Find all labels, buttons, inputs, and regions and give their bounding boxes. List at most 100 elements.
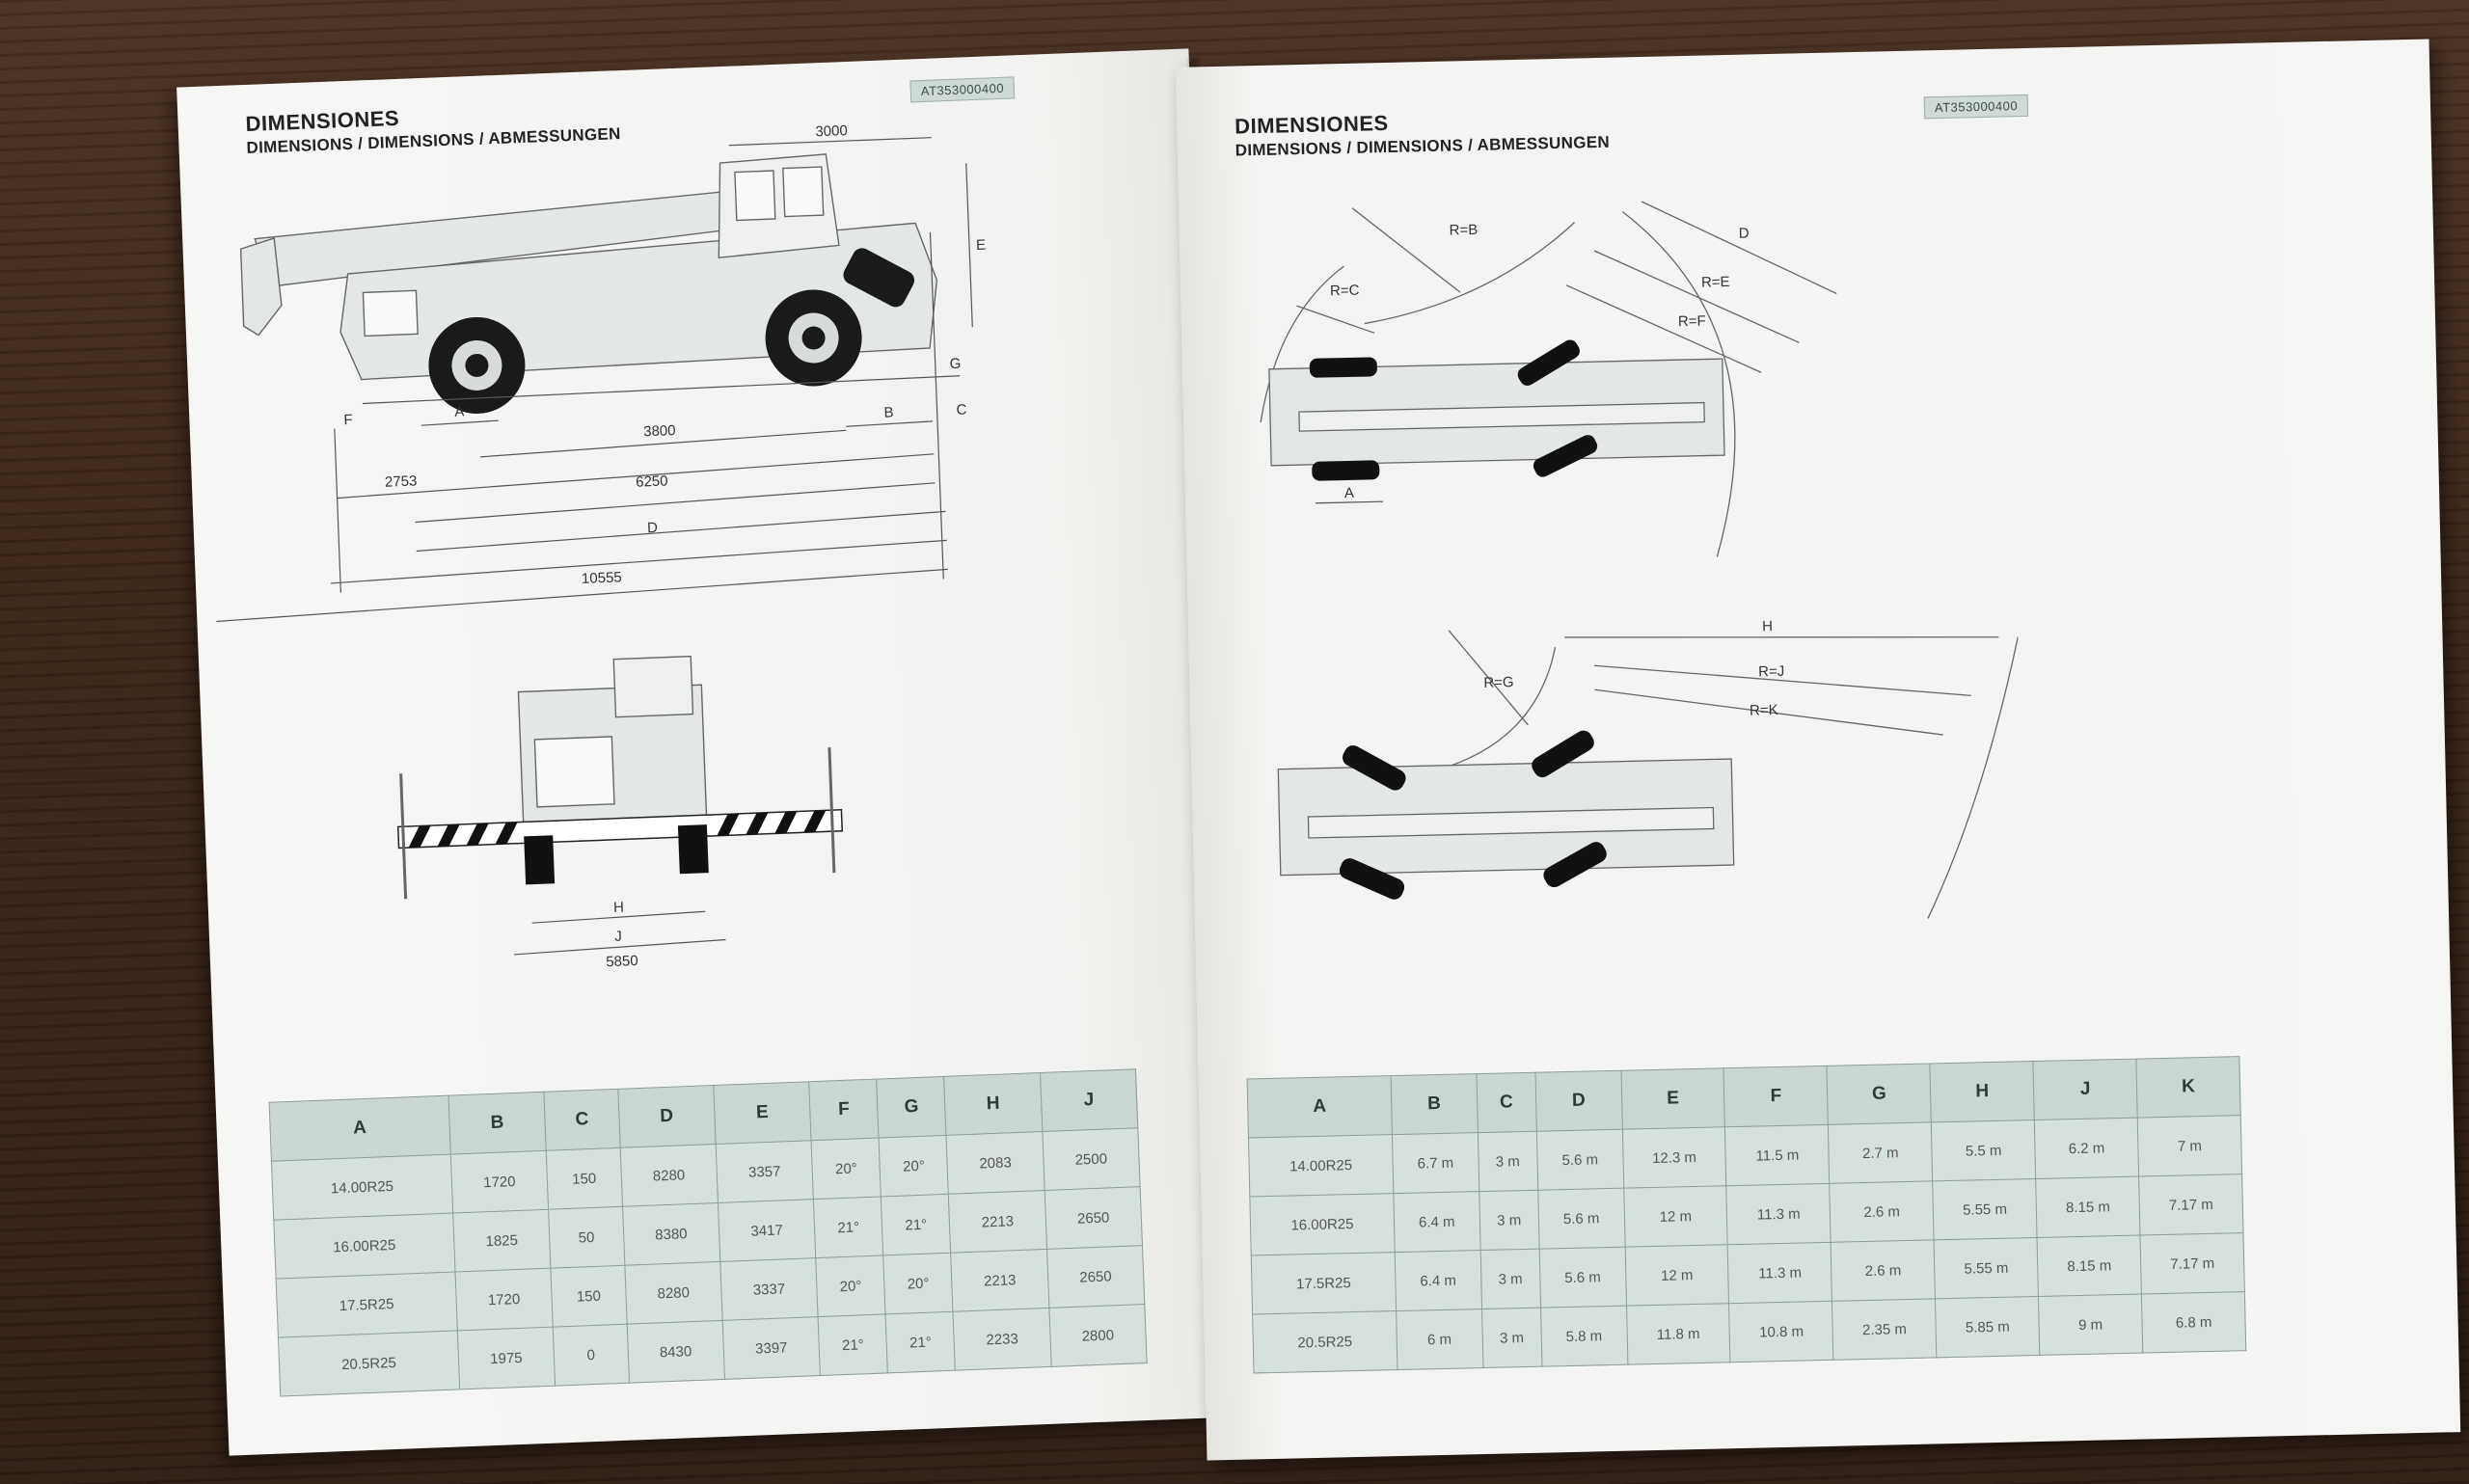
table-cell: 2.6 m (1831, 1239, 1936, 1302)
outrigger-beam (396, 747, 844, 900)
table-cell: 21° (818, 1313, 888, 1376)
table-cell: 20° (815, 1255, 886, 1317)
table-cell: 20.5R25 (1252, 1310, 1397, 1373)
table-cell: 8430 (626, 1320, 725, 1384)
col-header: E (713, 1081, 812, 1145)
table-cell: 11.5 m (1724, 1124, 1831, 1186)
table-cell: 3 m (1479, 1249, 1541, 1309)
dim-rj-label: R=J (1758, 663, 1784, 681)
table-cell: 5.6 m (1539, 1247, 1627, 1309)
dim-b-label: B (883, 404, 894, 420)
col-header: D (617, 1085, 716, 1148)
col-header: A (269, 1095, 451, 1162)
dim-rc-label: R=C (1330, 283, 1360, 300)
left-spec-table: A B C D E F G H J 14.00R25 1720 150 8280… (269, 1068, 1148, 1397)
table-cell: 2.35 m (1831, 1298, 1938, 1361)
col-header: F (808, 1079, 880, 1141)
table-cell: 3 m (1477, 1131, 1538, 1192)
table-cell: 3397 (721, 1316, 821, 1380)
dim-g-label: G (949, 356, 961, 372)
table-cell: 8280 (624, 1261, 722, 1325)
table-cell: 3357 (715, 1140, 814, 1203)
table-cell: 2.7 m (1828, 1121, 1933, 1184)
table-cell: 2083 (946, 1131, 1045, 1195)
col-header: D (1534, 1070, 1622, 1132)
table-cell: 5.8 m (1540, 1306, 1628, 1367)
table-cell: 8.15 m (2035, 1176, 2141, 1238)
right-spec-table: A B C D E F G H J K 14.00R25 6.7 m 3 m 5… (1247, 1056, 2247, 1373)
table-cell: 2650 (1044, 1186, 1143, 1250)
table-cell: 17.5R25 (1251, 1252, 1397, 1314)
page-heading: DIMENSIONES DIMENSIONS / DIMENSIONS / AB… (1234, 106, 1610, 161)
table-cell: 12 m (1624, 1244, 1729, 1307)
table-cell: 20° (811, 1138, 882, 1200)
table-cell: 20° (879, 1135, 949, 1197)
dim-rg-label: R=G (1483, 674, 1514, 691)
table-cell: 8.15 m (2037, 1235, 2142, 1297)
col-header: H (943, 1072, 1043, 1136)
col-header: H (1930, 1061, 2035, 1122)
col-header: E (1620, 1067, 1725, 1130)
table-cell: 7.17 m (2140, 1232, 2245, 1295)
dim-outrigger-span-label: 5850 (606, 953, 638, 970)
table-cell: 11.3 m (1726, 1183, 1831, 1245)
table-cell: 11.3 m (1727, 1242, 1832, 1304)
crane-side-view-drawing: 3000 E F G A 3800 B C 2753 6250 D 10555 (178, 108, 1163, 685)
dim-rf-label: R=F (1678, 313, 1706, 331)
table-cell: 5.55 m (1932, 1178, 2038, 1240)
col-header: G (1827, 1063, 1932, 1125)
table-cell: 21° (813, 1196, 883, 1258)
table-cell: 21° (885, 1311, 956, 1373)
table-cell: 20° (882, 1253, 954, 1314)
dim-c-label: C (956, 401, 967, 418)
table-cell: 6.4 m (1393, 1191, 1480, 1253)
table-cell: 3337 (719, 1257, 819, 1321)
turning-radius-bottom-drawing: R=G H R=J R=K (1246, 607, 2025, 962)
dim-d-label: D (1739, 225, 1750, 241)
table-cell: 11.8 m (1626, 1303, 1731, 1365)
table-cell: 1720 (454, 1268, 554, 1331)
table-cell: 5.55 m (1934, 1237, 2039, 1299)
col-header: K (2135, 1056, 2241, 1119)
table-cell: 9 m (2038, 1294, 2143, 1356)
dim-cab-width: 3000 (815, 122, 848, 140)
table-cell: 2800 (1048, 1304, 1148, 1367)
dim-d-label: D (647, 520, 659, 536)
table-cell: 12.3 m (1621, 1126, 1727, 1189)
table-cell: 50 (548, 1206, 625, 1269)
table-cell: 21° (881, 1194, 951, 1255)
table-cell: 150 (550, 1265, 627, 1328)
dim-rk-label: R=K (1750, 702, 1778, 719)
table-cell: 5.85 m (1935, 1296, 2040, 1358)
dim-j-label: J (614, 929, 622, 945)
table-cell: 6.8 m (2141, 1291, 2246, 1354)
col-header: F (1723, 1066, 1829, 1127)
table-cell: 2213 (948, 1190, 1047, 1254)
col-header: C (543, 1089, 620, 1151)
dim-f-label: F (343, 412, 353, 428)
table-cell: 8380 (622, 1202, 720, 1266)
table-cell: 16.00R25 (1249, 1193, 1396, 1255)
dim-a-label: A (1344, 485, 1354, 501)
table-cell: 2500 (1042, 1127, 1141, 1191)
dim-a-label: A (454, 403, 465, 419)
dim-front-overhang-label: 2753 (385, 472, 418, 490)
col-header: B (1390, 1073, 1478, 1135)
dim-total-track-label: 6250 (636, 472, 668, 490)
table-cell: 20.5R25 (278, 1330, 460, 1397)
col-header: J (2033, 1059, 2138, 1120)
table-cell: 0 (553, 1324, 630, 1387)
table-cell: 14.00R25 (1248, 1134, 1394, 1197)
table-cell: 3 m (1481, 1308, 1542, 1368)
table-cell: 5.6 m (1537, 1188, 1625, 1250)
dim-overall-length-label: 10555 (582, 569, 622, 587)
col-header: G (876, 1076, 947, 1139)
table-cell: 5.5 m (1931, 1120, 2036, 1181)
table-cell: 2650 (1046, 1245, 1145, 1309)
table-cell: 6.4 m (1395, 1250, 1482, 1311)
table-cell: 6.2 m (2034, 1118, 2139, 1179)
table-cell: 12 m (1623, 1185, 1728, 1248)
dim-rb-label: R=B (1449, 222, 1478, 239)
col-header: B (448, 1092, 547, 1155)
table-cell: 16.00R25 (273, 1213, 455, 1280)
